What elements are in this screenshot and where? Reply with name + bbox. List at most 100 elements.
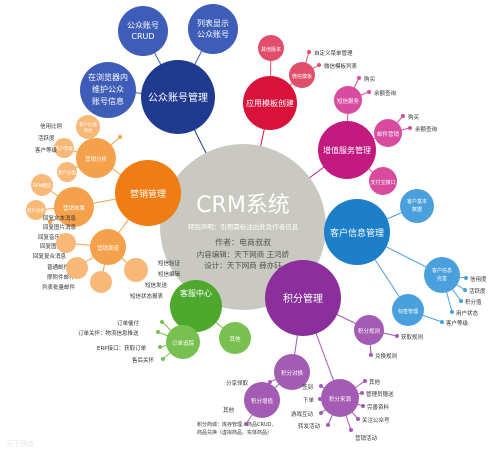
svg-text:客户等级: 客户等级 — [35, 146, 58, 154]
svg-text:订单关怀：物流信息推送: 订单关怀：物流信息推送 — [78, 329, 139, 337]
svg-text:活跃度: 活跃度 — [38, 134, 55, 142]
svg-text:购买: 购买 — [408, 113, 420, 121]
svg-text:转发活动: 转发活动 — [298, 422, 321, 430]
branch-valueadded-label: 增值服务管理 — [323, 145, 371, 155]
official-list-node — [188, 4, 238, 54]
branch-points-node — [265, 260, 341, 336]
branch-official-label: 公众账号管理 — [148, 91, 208, 104]
svg-text:客户等级: 客户等级 — [446, 319, 469, 327]
svg-text:在浏览器内: 在浏览器内 — [88, 72, 128, 82]
svg-text:微信模板列表: 微信模板列表 — [324, 62, 358, 70]
svg-text:签到: 签到 — [302, 383, 313, 391]
valueadded-alipay-node — [369, 167, 397, 195]
marketing-level-node — [54, 138, 74, 158]
svg-text:维护公众: 维护公众 — [92, 84, 124, 94]
svg-text:短信服务: 短信服务 — [337, 97, 360, 105]
svg-text:下单: 下单 — [303, 396, 315, 404]
svg-text:ERP接口：获取订单: ERP接口：获取订单 — [97, 344, 147, 352]
service-other-node — [219, 322, 251, 354]
template-other-node — [258, 35, 284, 61]
marketing-custanalysis-node — [26, 200, 46, 220]
svg-text:数据: 数据 — [412, 206, 422, 213]
center-editor: 内容编辑：天下网商 王鸿娇 — [197, 249, 290, 259]
marketing-mail-node — [66, 257, 88, 279]
svg-text:营销渠道: 营销渠道 — [97, 244, 120, 252]
svg-text:客户信息: 客户信息 — [432, 267, 452, 274]
svg-text:支付宝接口: 支付宝接口 — [370, 179, 395, 186]
svg-text:营销分析: 营销分析 — [85, 155, 108, 163]
center-designer: 设计：天下网商 薛亦钰 — [204, 260, 282, 270]
svg-text:RFM模型: RFM模型 — [33, 182, 52, 189]
branch-service-node — [170, 280, 222, 332]
branch-customerinfo-node — [324, 199, 390, 265]
svg-text:其他: 其他 — [223, 406, 235, 414]
branch-points-label: 积分管理 — [283, 292, 323, 305]
marketing-analysis-node — [76, 138, 116, 178]
svg-text:订单催付: 订单催付 — [117, 319, 140, 327]
svg-text:积分值: 积分值 — [465, 298, 482, 306]
branch-template-label: 应用模板创建 — [246, 98, 294, 108]
svg-text:分享领取: 分享领取 — [226, 379, 249, 387]
marketing-class-node — [57, 162, 77, 182]
points-increment-node — [244, 382, 280, 418]
center-subtitle: 特别声明：引用需标注出处及作者信息 — [188, 222, 299, 231]
svg-text:客户分析: 客户分析 — [27, 207, 45, 214]
svg-text:完善: 完善 — [437, 275, 447, 282]
svg-text:列表批量邮件: 列表批量邮件 — [42, 283, 76, 291]
official-crud-node — [118, 6, 168, 56]
customer-basic-node — [400, 189, 434, 223]
svg-text:普通邮件: 普通邮件 — [47, 263, 70, 271]
svg-text:短信状态报表: 短信状态报表 — [130, 292, 164, 300]
marketing-effect-node — [54, 187, 94, 227]
svg-text:客户价值: 客户价值 — [79, 121, 97, 128]
points-rules-node — [354, 315, 384, 345]
svg-text:短信编辑: 短信编辑 — [158, 270, 181, 278]
svg-text:自定义菜单管理: 自定义菜单管理 — [314, 49, 353, 57]
svg-text:回复复合消息: 回复复合消息 — [33, 252, 67, 260]
branch-customerinfo-label: 客户信息管理 — [330, 227, 384, 239]
official-browser-node — [80, 62, 136, 118]
svg-text:邮件营销: 邮件营销 — [377, 130, 400, 138]
svg-text:商品兑换（虚拟商品、实体商品）: 商品兑换（虚拟商品、实体商品） — [197, 429, 272, 436]
svg-text:回复音乐消息: 回复音乐消息 — [38, 233, 72, 241]
svg-text:订单追踪: 订单追踪 — [172, 339, 195, 347]
svg-text:余额查询: 余额查询 — [374, 89, 397, 97]
watermark: 天下网商 — [6, 439, 34, 448]
svg-text:客户基本: 客户基本 — [407, 198, 427, 205]
svg-text:评估: 评估 — [84, 127, 93, 134]
svg-text:积分规则: 积分规则 — [358, 327, 380, 335]
svg-text:积分增值: 积分增值 — [251, 397, 274, 405]
svg-text:信用比例: 信用比例 — [40, 122, 63, 130]
svg-text:微信模板: 微信模板 — [292, 73, 312, 80]
svg-text:积分商城：库存管理、商品CRUD、: 积分商城：库存管理、商品CRUD、 — [197, 421, 276, 428]
svg-text:购买: 购买 — [364, 75, 376, 83]
service-order-node — [166, 325, 200, 359]
svg-text:兑换规则: 兑换规则 — [375, 352, 397, 360]
center-title: CRM系统 — [196, 193, 290, 218]
svg-text:活跃度: 活跃度 — [469, 287, 486, 295]
points-exchange-node — [274, 354, 310, 390]
center-author: 作者：电商叔叔 — [215, 237, 271, 247]
customer-complete-node — [424, 257, 460, 293]
points-source-node — [321, 379, 359, 417]
svg-text:余额查询: 余额查询 — [415, 125, 438, 133]
svg-text:积分来源: 积分来源 — [329, 395, 352, 403]
svg-text:账号信息: 账号信息 — [92, 96, 124, 106]
svg-text:短信验证: 短信验证 — [158, 259, 181, 267]
svg-text:公众账号: 公众账号 — [197, 30, 229, 39]
marketing-channel-node — [90, 229, 126, 265]
marketing-wechat-node — [90, 271, 112, 293]
svg-text:游戏互动: 游戏互动 — [291, 410, 314, 418]
branch-marketing-node — [115, 160, 181, 226]
customer-tag-node — [392, 294, 424, 326]
marketing-value-node — [76, 115, 100, 139]
svg-text:管理员赠送: 管理员赠送 — [366, 390, 394, 398]
template-wechat-node — [289, 62, 315, 88]
svg-text:列表显示: 列表显示 — [197, 18, 229, 28]
svg-text:摩附件邮件: 摩附件邮件 — [47, 273, 75, 281]
valueadded-mail-node — [374, 119, 402, 147]
svg-text:标签管理: 标签管理 — [398, 308, 418, 315]
svg-text:公众账号: 公众账号 — [127, 21, 159, 30]
svg-text:营销效果: 营销效果 — [63, 204, 86, 212]
